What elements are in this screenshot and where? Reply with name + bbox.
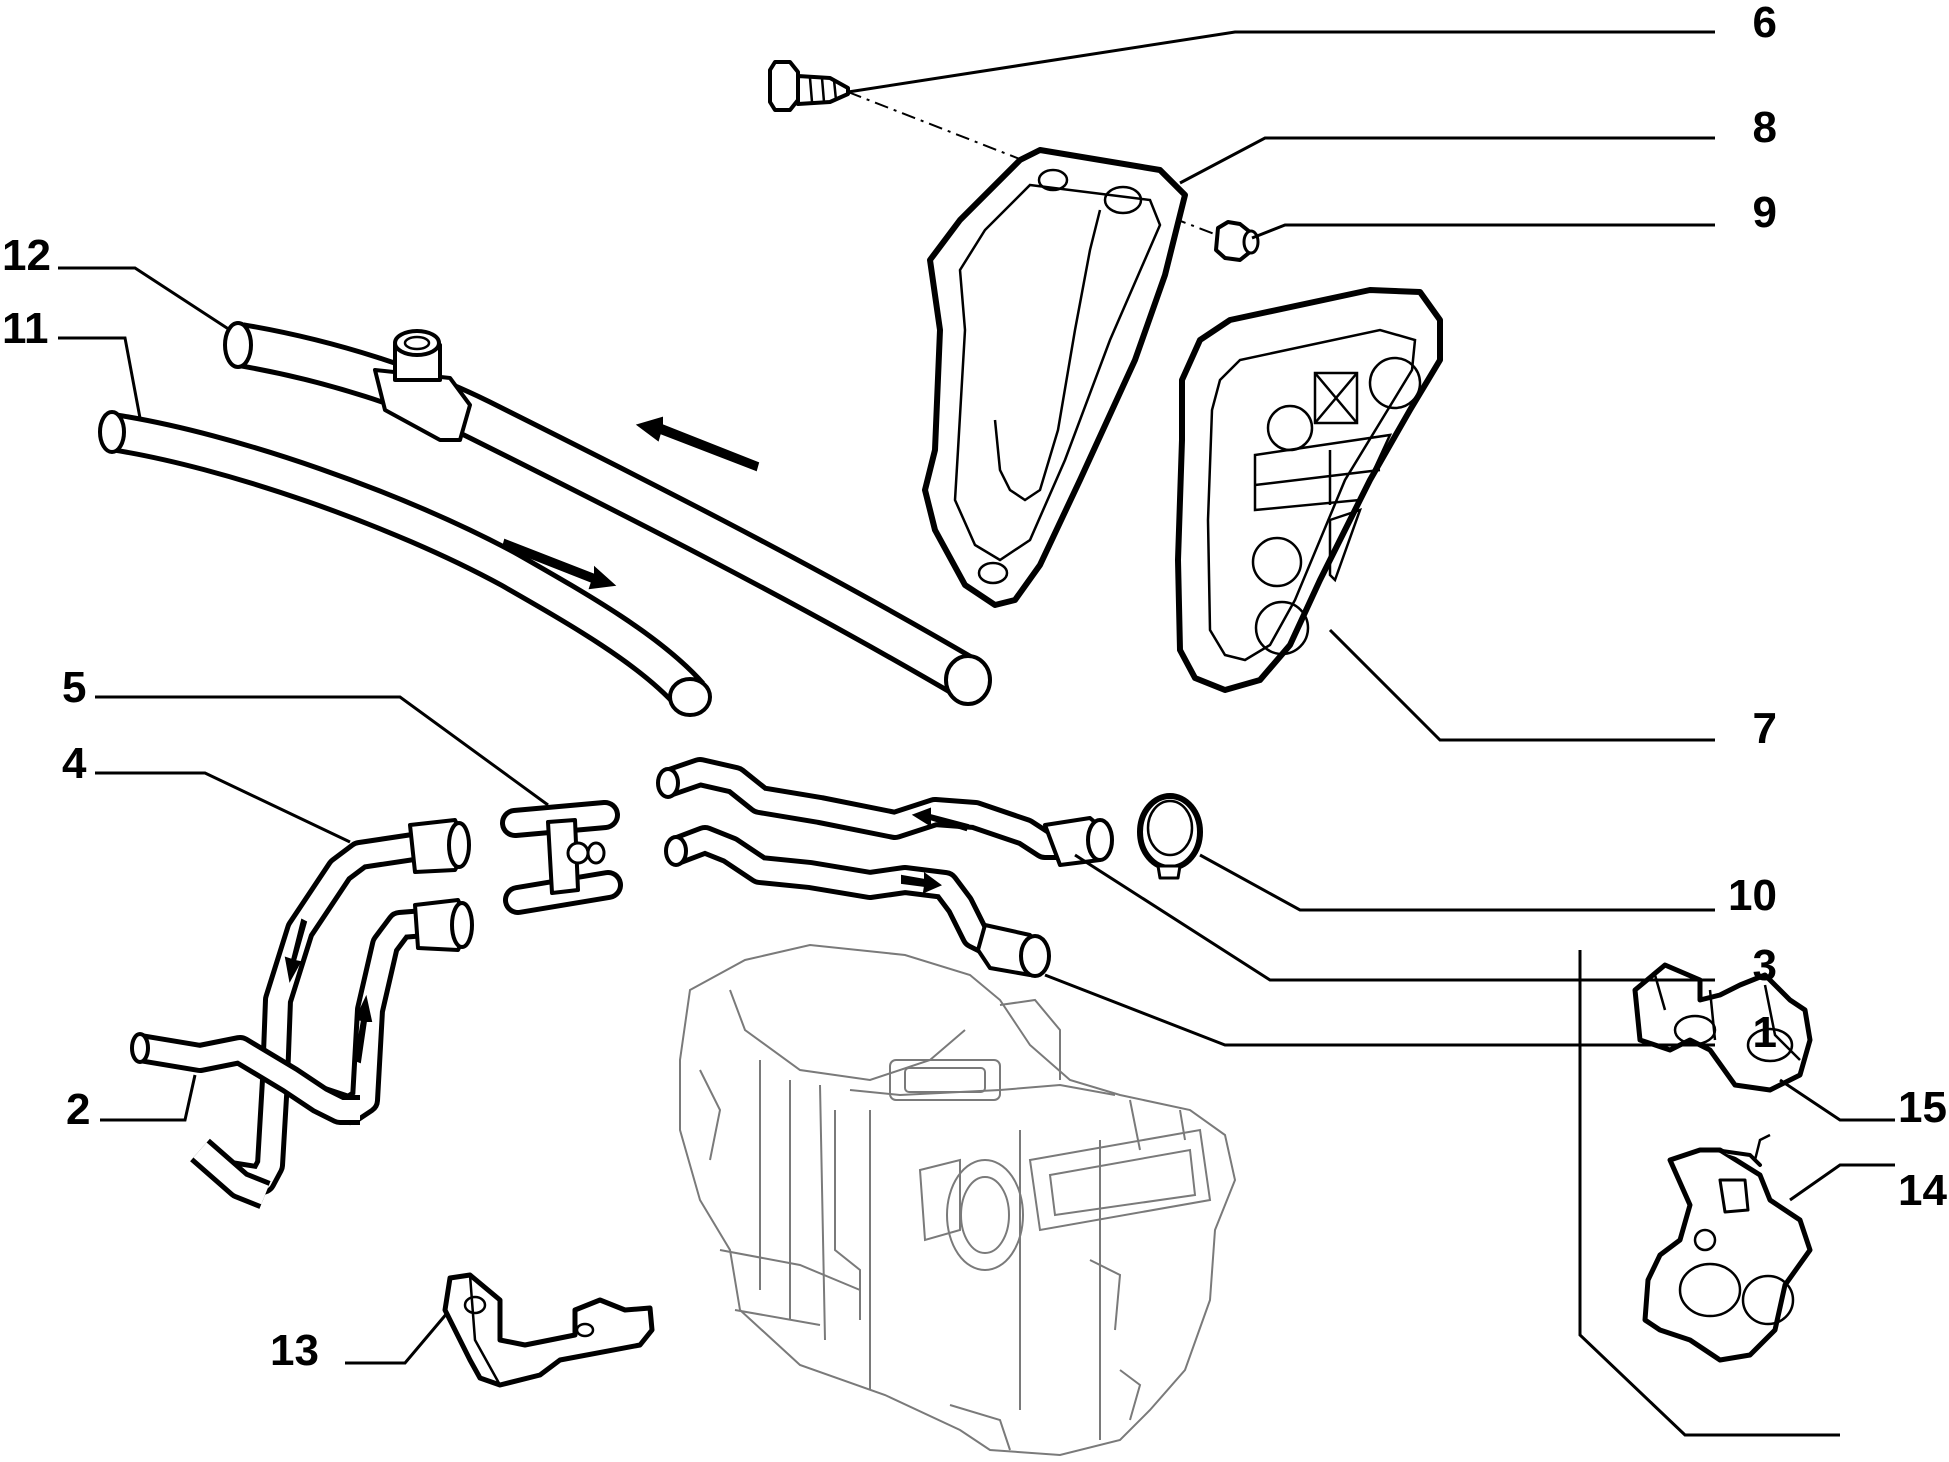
part-2-pipe [130, 1032, 360, 1209]
callout-13: 13 [270, 1326, 319, 1375]
callout-labels: 6 8 9 12 11 7 5 4 10 3 1 2 15 14 13 [2, 0, 1948, 1375]
callout-14: 14 [1898, 1166, 1947, 1215]
part-11-hose [98, 410, 712, 717]
part-1-pipe [664, 825, 1051, 978]
callout-3: 3 [1753, 941, 1777, 990]
part-8-gasket [922, 147, 1188, 608]
callout-1: 1 [1753, 1008, 1777, 1057]
part-9-plug [1214, 220, 1260, 262]
callout-11: 11 [2, 304, 49, 353]
callout-8: 8 [1753, 103, 1777, 152]
callout-9: 9 [1753, 188, 1777, 237]
part-13-bracket [442, 1272, 655, 1388]
part-7-seal-plate [1175, 287, 1443, 693]
callout-6: 6 [1753, 0, 1777, 47]
part-3-pipe [656, 757, 1114, 867]
callout-5: 5 [62, 663, 86, 712]
part-4-pipes [227, 818, 474, 1195]
part-15-clip [1632, 962, 1813, 1093]
leader-lines [58, 30, 1895, 1437]
callout-10: 10 [1728, 871, 1777, 920]
callout-7: 7 [1753, 704, 1777, 753]
part-10-clamp [1137, 793, 1203, 880]
part-14-double-clip [1642, 1133, 1813, 1363]
callout-2: 2 [66, 1085, 90, 1134]
callout-15: 15 [1898, 1083, 1947, 1132]
part-12-tee-hose [223, 321, 992, 706]
part-6-screw [768, 60, 850, 112]
part-5-connector [500, 800, 623, 915]
heater-unit [679, 943, 1237, 1457]
callout-4: 4 [62, 739, 87, 788]
callout-12: 12 [2, 231, 51, 280]
